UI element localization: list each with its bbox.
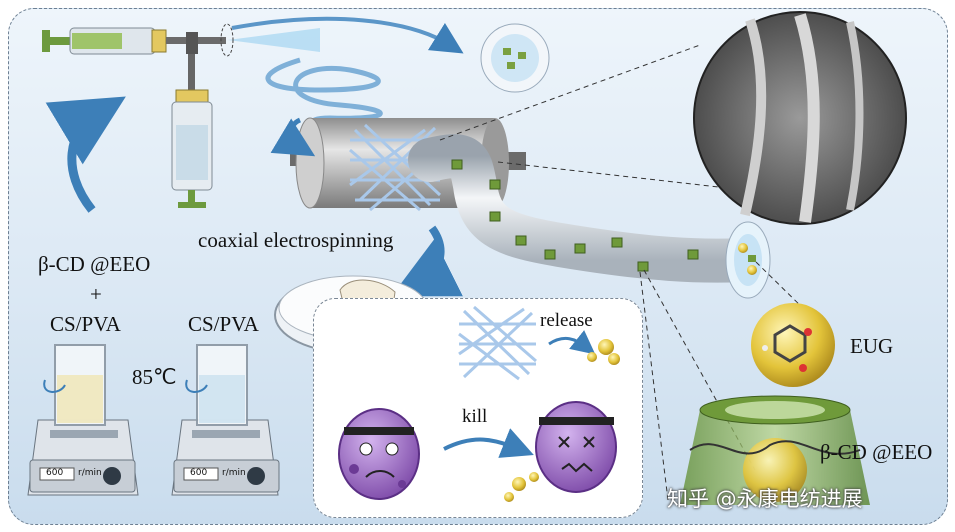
syringe-icon <box>42 27 226 55</box>
bacteria-icon <box>338 408 420 500</box>
beaker-icon <box>185 344 248 426</box>
shell-solution-label-2: CS/PVA <box>50 312 121 336</box>
stirrer-unit-1: r/min <box>78 468 102 478</box>
stirrer-speed-1: 600 <box>46 468 64 478</box>
stirrer-unit-2: r/min <box>222 468 246 478</box>
core-solution-label: CS/PVA <box>188 312 259 336</box>
shell-solution-label-1: β-CD @EEO <box>38 252 151 276</box>
kill-label: kill <box>462 406 488 427</box>
magnetic-stirrer-icon <box>27 419 139 496</box>
bacteria-icon <box>535 401 617 493</box>
temperature-label: 85℃ <box>132 365 177 389</box>
magnetic-stirrer-icon <box>171 419 280 496</box>
watermark: 知乎 @永康电纺进展 <box>667 487 863 511</box>
fiber-cross-section-icon <box>480 23 550 93</box>
fiber-mat-icon <box>349 123 442 212</box>
antibacterial-callout <box>313 298 643 518</box>
antibacterial-graphics <box>338 305 620 502</box>
electrospun-fiber-icon <box>408 134 771 299</box>
sem-image-icon <box>439 11 907 225</box>
beaker-icon <box>43 344 106 426</box>
inclusion-complex-label: β-CD @EEO <box>820 440 933 464</box>
release-label: release <box>540 310 593 331</box>
fiber-mat-icon <box>458 305 537 381</box>
eug-molecule-icon <box>751 303 835 387</box>
stirrer-speed-2: 600 <box>190 468 208 478</box>
plus-sign: + <box>90 282 102 306</box>
compound-label: EUG <box>850 334 894 358</box>
vertical-syringe-icon <box>171 54 213 208</box>
process-label: coaxial electrospinning <box>198 228 394 252</box>
cyclodextrin-cone-icon <box>680 395 870 505</box>
